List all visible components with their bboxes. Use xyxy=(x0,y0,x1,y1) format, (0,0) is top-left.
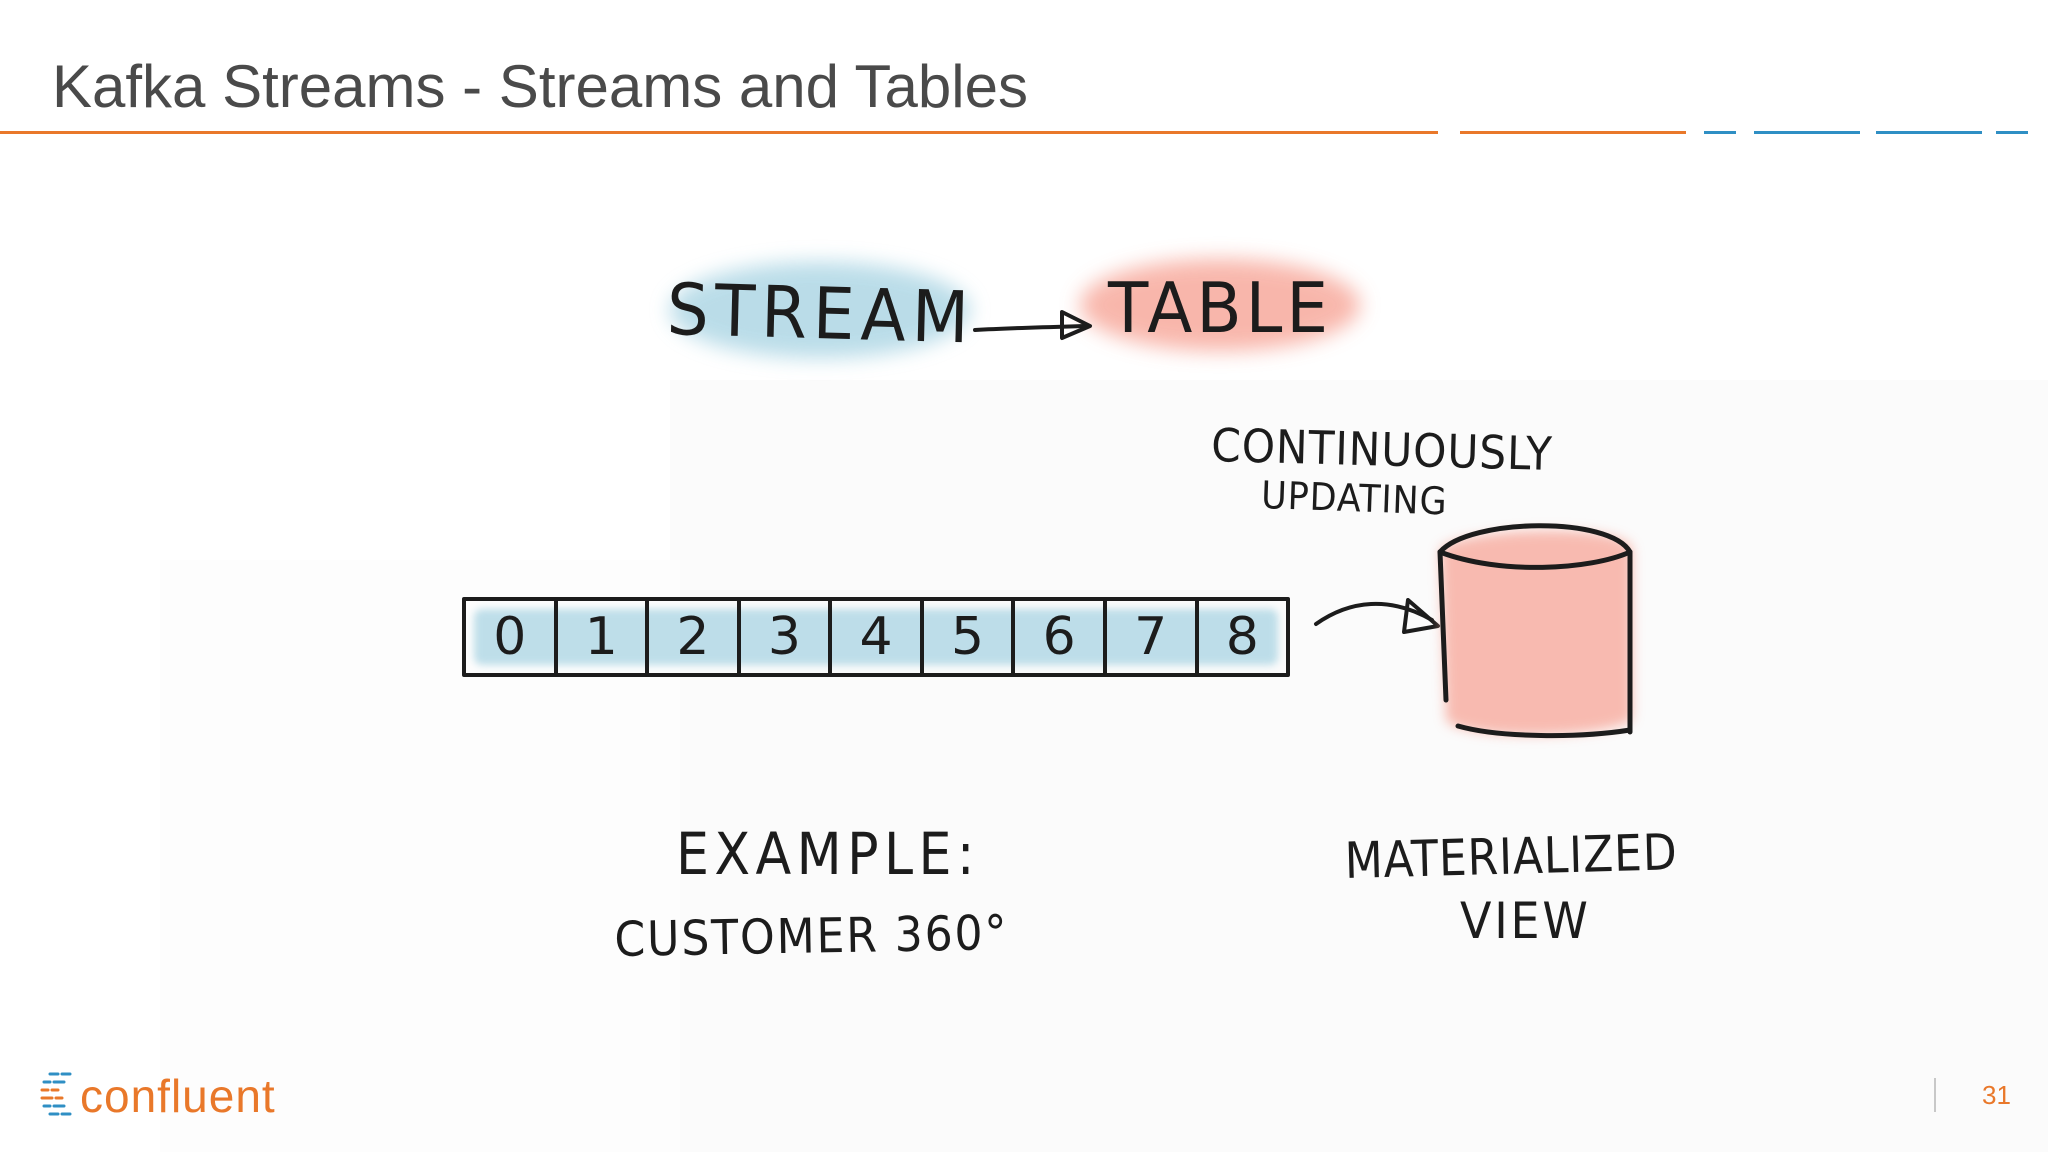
page-number-divider xyxy=(1934,1078,1936,1112)
log-offset: 1 xyxy=(553,601,646,673)
log-offset: 4 xyxy=(828,601,920,673)
materialized-label: MATERIALIZED xyxy=(1344,823,1679,890)
title-divider xyxy=(0,131,2028,134)
stream-log: 0 1 2 3 4 5 6 7 8 xyxy=(462,597,1290,677)
updating-label: UPDATING xyxy=(1260,473,1449,524)
stream-to-table-arrow xyxy=(973,310,1092,340)
materialized-table-cylinder xyxy=(1437,523,1633,739)
page-number: 31 xyxy=(1982,1080,2011,1110)
slide-title: Kafka Streams - Streams and Tables xyxy=(52,53,1028,120)
confluent-wordmark: confluent xyxy=(80,1070,276,1122)
table-label: TABLE xyxy=(1108,268,1333,349)
stream-label: STREAM xyxy=(665,268,976,360)
log-offset: 3 xyxy=(736,601,829,673)
confluent-logo: confluent xyxy=(40,1068,276,1124)
stream-watercolor-wash xyxy=(670,262,970,358)
log-offset: 8 xyxy=(1194,601,1287,673)
log-offset: 5 xyxy=(919,601,1012,673)
sketch-background xyxy=(670,380,2048,1152)
log-offset: 7 xyxy=(1102,601,1195,673)
log-offset: 0 xyxy=(493,607,527,667)
example-heading: EXAMPLE: xyxy=(676,820,980,888)
log-offset: 6 xyxy=(1011,601,1103,673)
table-watercolor-wash xyxy=(1080,259,1360,351)
continuously-label: CONTINUOUSLY xyxy=(1210,418,1554,481)
log-offset: 2 xyxy=(645,601,737,673)
confluent-logo-icon xyxy=(40,1072,72,1116)
log-to-table-arrow xyxy=(1314,598,1440,634)
view-label: VIEW xyxy=(1460,892,1591,950)
example-text: CUSTOMER 360° xyxy=(614,905,1009,968)
